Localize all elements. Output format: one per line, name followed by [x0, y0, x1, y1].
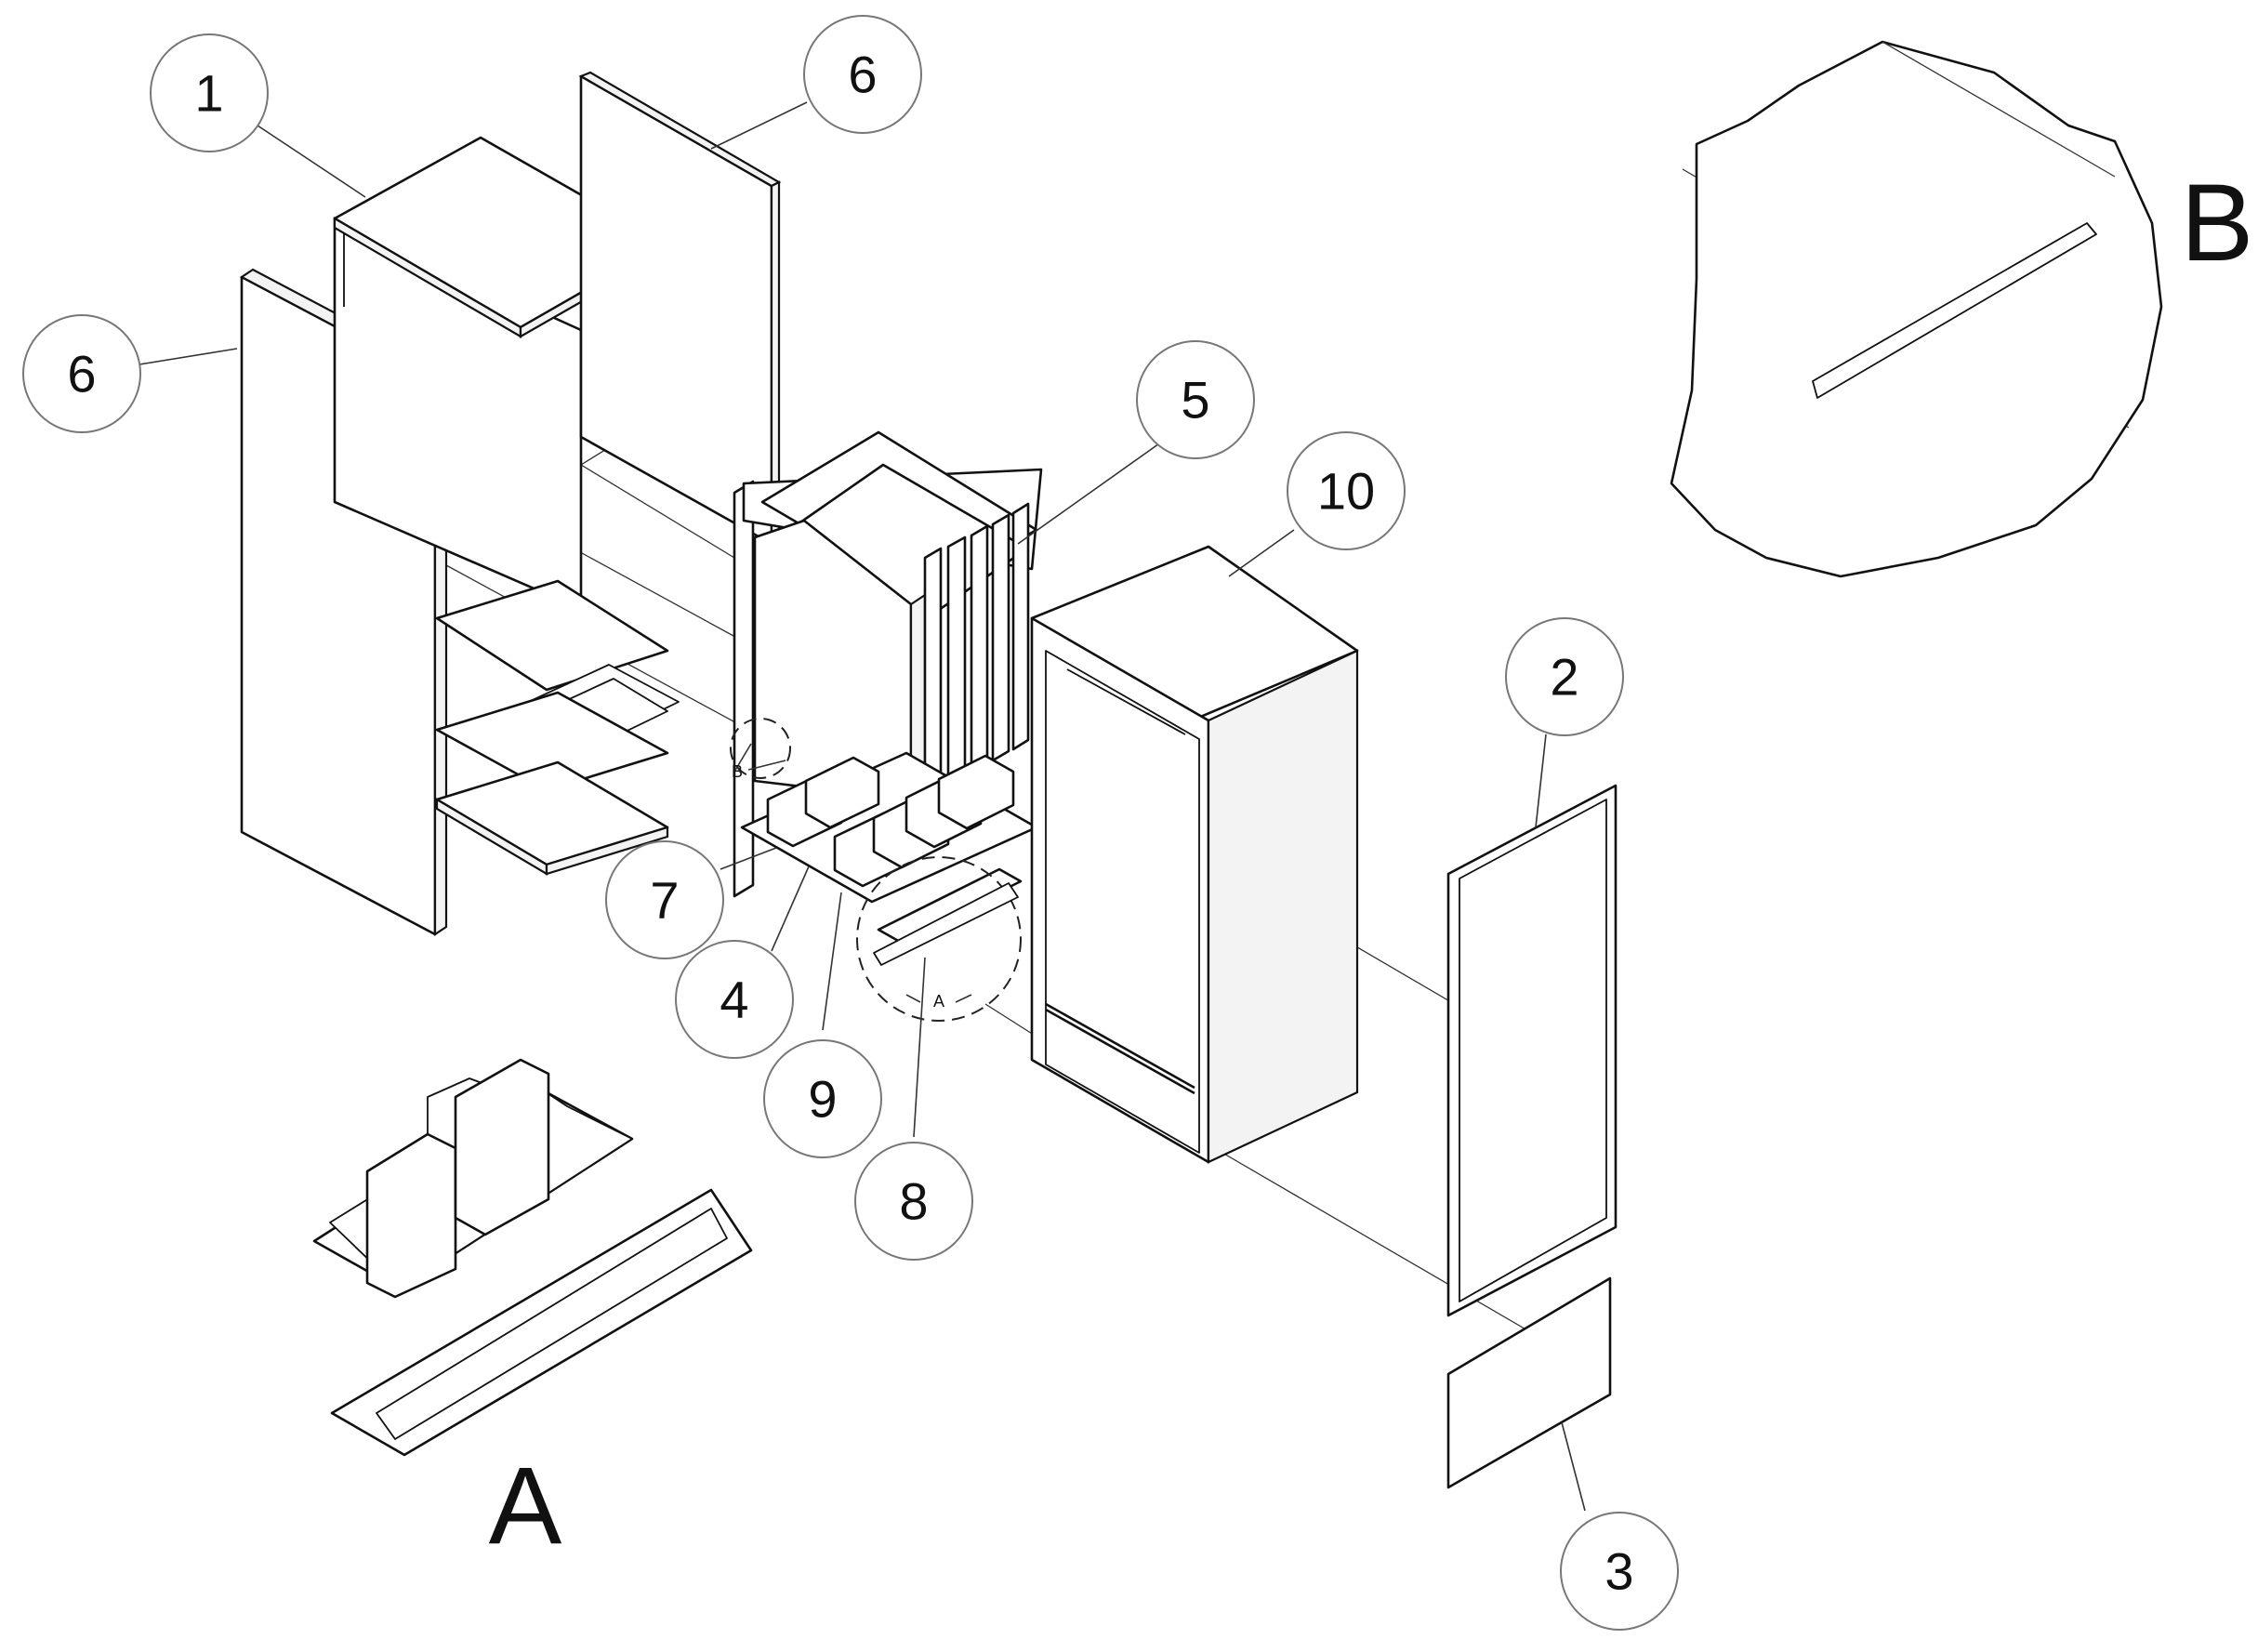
- svg-text:6: 6: [67, 345, 96, 403]
- callout-3: 3: [1560, 1512, 1679, 1631]
- svg-text:A: A: [933, 992, 944, 1011]
- svg-text:3: 3: [1604, 1542, 1633, 1601]
- callout-7: 7: [605, 840, 724, 959]
- detail-marker-b: B: [730, 718, 791, 781]
- svg-text:1: 1: [194, 64, 223, 123]
- callout-6-left: 6: [22, 314, 141, 433]
- svg-text:6: 6: [848, 46, 877, 104]
- cabinet-carcass: [333, 136, 680, 876]
- svg-text:2: 2: [1550, 648, 1578, 707]
- svg-text:10: 10: [1317, 462, 1375, 521]
- callout-1: 1: [150, 33, 269, 152]
- callout-9: 9: [763, 1039, 882, 1158]
- side-panel-right: [578, 71, 782, 546]
- svg-text:4: 4: [720, 971, 748, 1029]
- inner-frame: [733, 430, 1043, 944]
- svg-text:8: 8: [899, 1172, 928, 1231]
- callout-6-right: 6: [803, 15, 922, 134]
- svg-text:5: 5: [1181, 371, 1209, 430]
- svg-text:7: 7: [650, 871, 679, 930]
- callout-5: 5: [1136, 340, 1255, 459]
- outer-cabinet: [1030, 545, 1359, 1164]
- detail-view-a: A: [312, 1058, 753, 1567]
- detail-view-b: B: [1670, 40, 2254, 578]
- svg-text:B: B: [2181, 162, 2254, 284]
- bottom-panel: [1446, 1276, 1612, 1489]
- callout-10: 10: [1287, 431, 1406, 550]
- callout-4: 4: [675, 940, 794, 1059]
- svg-text:A: A: [489, 1445, 562, 1567]
- callout-bubbles: 1 6 6 5 10 2 7 4: [22, 15, 1679, 1631]
- svg-text:9: 9: [808, 1070, 837, 1129]
- detail-marker-a: A: [856, 856, 1022, 1022]
- svg-text:B: B: [732, 762, 743, 781]
- leader-lines: [139, 101, 1586, 1512]
- door-frame: [1446, 784, 1618, 1317]
- callout-2: 2: [1505, 617, 1624, 736]
- callout-8: 8: [854, 1142, 973, 1261]
